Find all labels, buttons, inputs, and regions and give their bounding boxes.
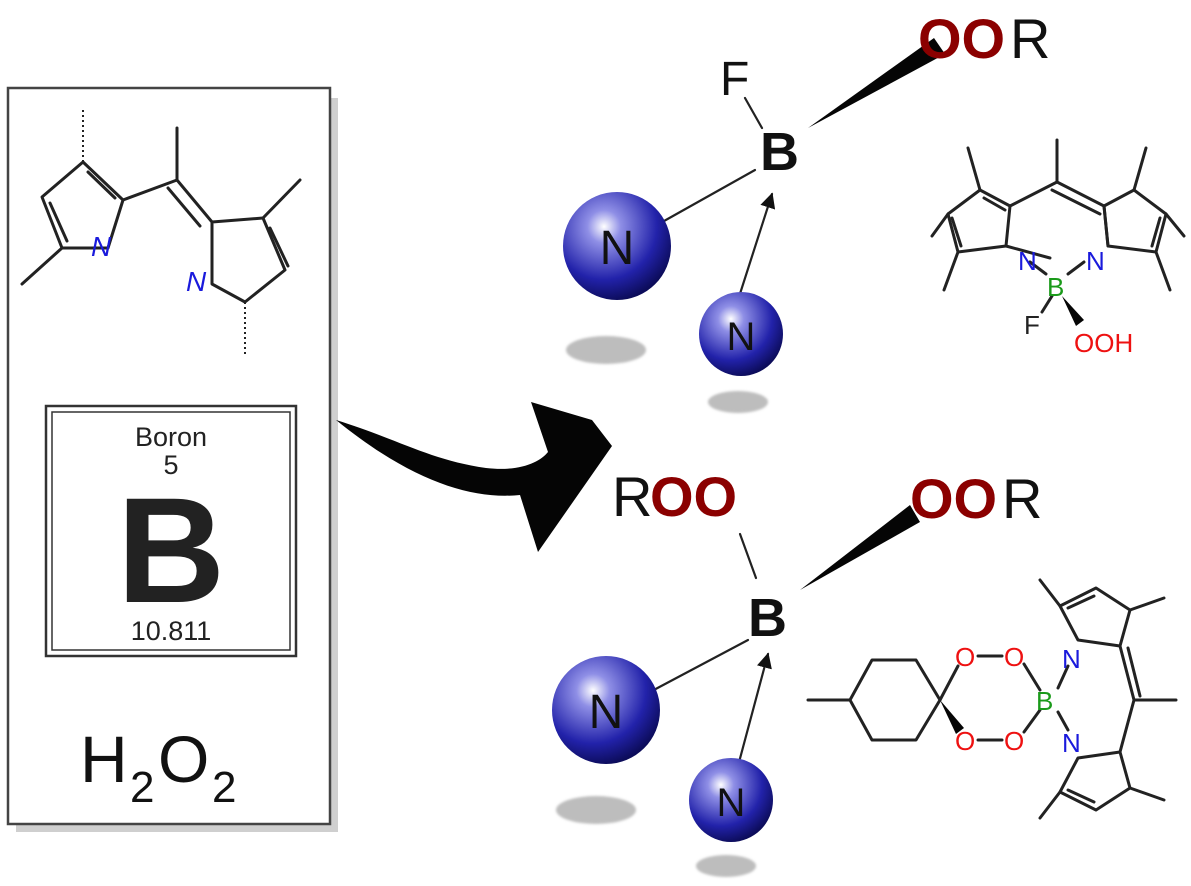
top-bodipy-ooh: OOH [1074, 328, 1133, 358]
element-card-inner [51, 411, 291, 651]
top-bodipy-b: B [1047, 272, 1064, 302]
h2o2-formula: H 2 O 2 [80, 722, 236, 812]
top-dative-arrow [736, 192, 776, 302]
top-bodipy-f: F [1024, 310, 1040, 340]
top-complex: F B OO R N N [563, 7, 1186, 413]
top-small-n-shadow [708, 391, 768, 413]
bottom-bodipy-structure: N N B O O O O [806, 578, 1178, 820]
h2o2-h-subscript: 2 [130, 763, 154, 812]
bottom-large-n-label: N [589, 686, 624, 739]
bottom-large-n-shadow [556, 796, 636, 824]
top-small-n-sphere [699, 292, 783, 376]
bottom-oor-r: R [1002, 467, 1042, 530]
bottom-roo-o: OO [650, 465, 737, 528]
bottom-small-n-shadow [696, 855, 756, 877]
element-symbol: B [117, 466, 225, 634]
bottom-bodipy-n-bottom: N [1062, 728, 1081, 758]
element-atomic-number: 5 [163, 450, 178, 480]
h2o2-o: O [158, 722, 209, 796]
top-bodipy-n-right: N [1086, 246, 1105, 276]
top-oor-o: OO [918, 7, 1005, 70]
bottom-b-label: B [748, 588, 787, 648]
top-f-bond [743, 96, 764, 130]
reaction-arrow-shape [336, 402, 612, 552]
bottom-dative-arrow [736, 652, 772, 768]
top-b-label: B [760, 122, 799, 182]
bottom-bodipy-n-top: N [1062, 644, 1081, 674]
h2o2-h: H [80, 722, 128, 796]
bottom-roo-r: R [612, 465, 652, 528]
element-card-outer [44, 404, 298, 658]
boron-element-card: Boron 5 B 10.811 [44, 404, 298, 658]
top-bodipy-n-left: N [1018, 246, 1037, 276]
element-name: Boron [135, 422, 207, 452]
top-oor-r: R [1010, 7, 1050, 70]
bottom-bodipy-o1: O [955, 642, 975, 672]
bottom-large-n-bond [648, 638, 750, 694]
top-small-n-label: N [727, 315, 756, 359]
element-atomic-mass: 10.811 [131, 616, 212, 646]
reagent-box: N N Boron 5 B 10.811 H 2 O 2 [6, 86, 338, 832]
top-large-n-sphere [563, 192, 671, 300]
bottom-bodipy-o2: O [1004, 642, 1024, 672]
bottom-bodipy-o3: O [955, 726, 975, 756]
bottom-wedge-bond [800, 505, 920, 590]
bottom-small-n-label: N [717, 781, 746, 825]
bottom-large-n-sphere [552, 656, 660, 764]
top-f-label: F [720, 53, 749, 106]
top-wedge-bond [808, 38, 945, 128]
top-large-n-shadow [566, 336, 646, 364]
bottom-oor-o: OO [910, 467, 997, 530]
dipyrrin-structure: N N [20, 108, 302, 356]
top-large-n-bond [646, 168, 757, 232]
bottom-complex: R OO B OO R N N [552, 465, 1178, 877]
dipyrrin-n1-label: N [91, 231, 112, 262]
bottom-bodipy-o4: O [1004, 726, 1024, 756]
bottom-roo-bond [738, 532, 758, 580]
top-bodipy-structure: N N B F OOH [930, 138, 1186, 358]
reaction-arrow [336, 402, 612, 552]
dipyrrin-n2-label: N [186, 266, 207, 297]
top-large-n-label: N [600, 222, 635, 275]
bottom-bodipy-b: B [1036, 686, 1053, 716]
h2o2-o-subscript: 2 [212, 763, 236, 812]
bottom-small-n-sphere [689, 758, 773, 842]
